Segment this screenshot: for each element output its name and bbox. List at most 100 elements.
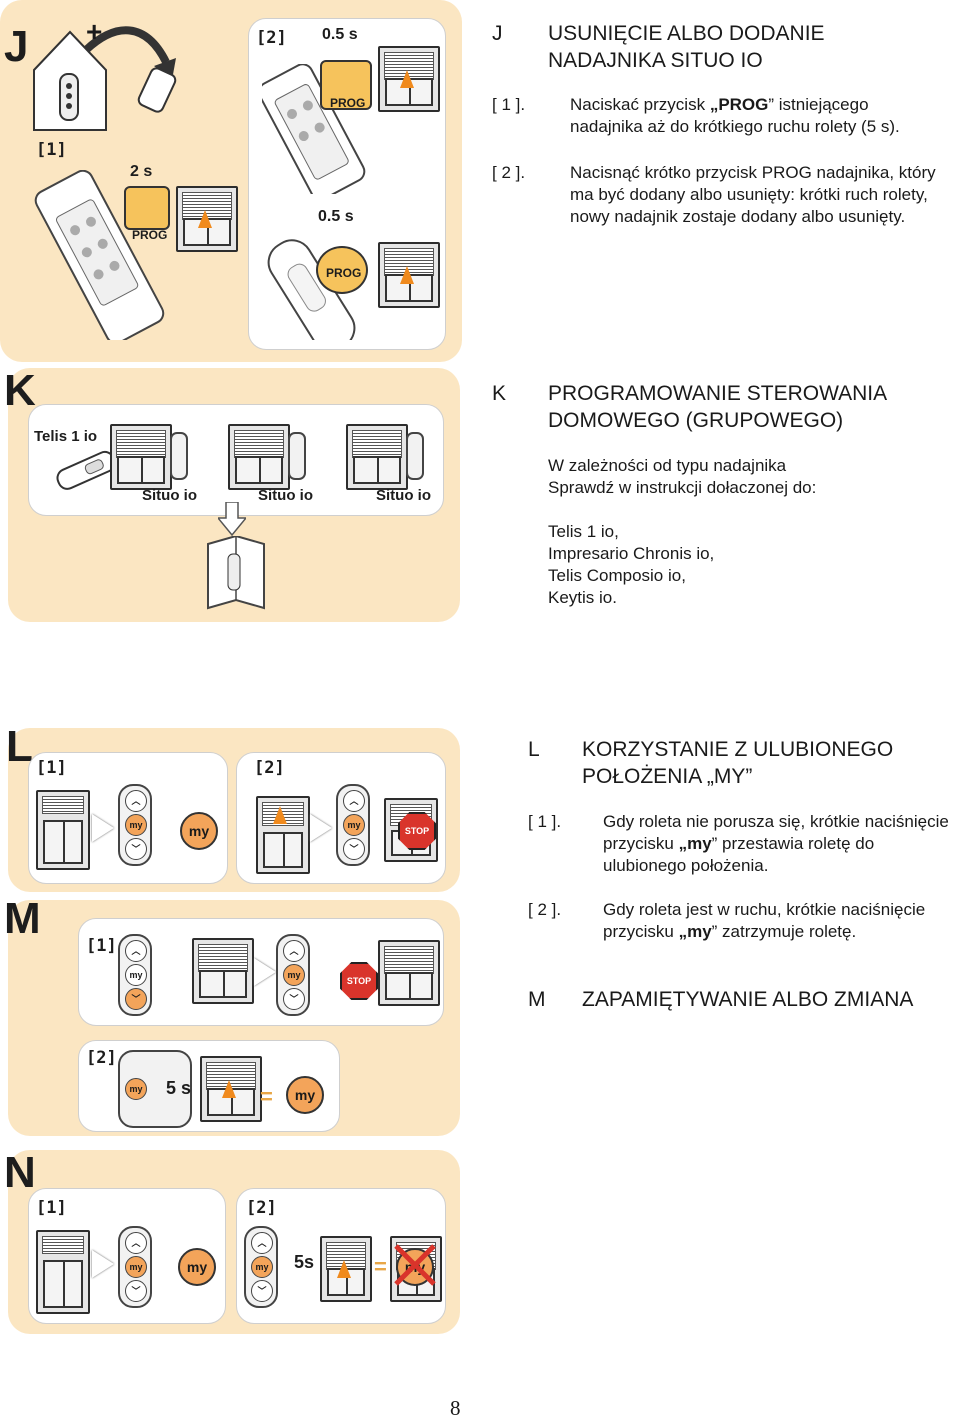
section-l-title-line1: KORZYSTANIE Z ULUBIONEGO: [582, 738, 894, 761]
down-button-icon: ﹀: [251, 1280, 273, 1302]
up-button-icon: ︿: [343, 790, 365, 812]
roller-shutter-icon: [110, 424, 172, 490]
roller-shutter-icon: [378, 242, 440, 308]
step-emphasis: „PROG: [709, 95, 769, 114]
illustration-k-letter: K: [4, 366, 36, 415]
down-button-icon: ﹀: [125, 1280, 147, 1302]
prog-button-icon: [320, 60, 372, 110]
section-j-title: USUNIĘCIE ALBO DODANIE NADAJNIKA SITUO I…: [548, 22, 825, 72]
situo-receiver-label: Situo io: [142, 487, 197, 504]
situo-remote-icon: ︿my﹀: [244, 1226, 278, 1308]
my-button-icon: my: [286, 1076, 324, 1114]
situo-receiver-label: Situo io: [258, 487, 313, 504]
illustration-m-step1-label: [1]: [86, 936, 117, 956]
equals-sign: =: [260, 1084, 273, 1109]
section-j-step1-number: [ 1 ].: [492, 95, 526, 114]
section-l-step2-number: [ 2 ].: [528, 900, 562, 919]
my-button-icon: my: [125, 814, 147, 836]
roller-shutter-icon: [192, 938, 254, 1004]
illustration-j-letter: J: [4, 22, 29, 71]
roller-shutter-icon: [228, 424, 290, 490]
device-list-item: Keytis io.: [548, 588, 617, 607]
device-list-item: Impresario Chronis io,: [548, 544, 715, 563]
section-l-step1-text: Gdy roleta nie porusza się, krótkie naci…: [603, 811, 953, 877]
open-remote-device-icon: [262, 64, 366, 194]
illustration-n-step2-label: [2]: [246, 1198, 277, 1218]
prog-button-icon: [316, 246, 368, 294]
step-text: Naciskać przycisk: [570, 95, 710, 114]
up-button-icon: ︿: [251, 1232, 273, 1254]
prog-label: PROG: [326, 266, 362, 280]
down-button-icon: ﹀: [343, 838, 365, 860]
down-button-icon: ﹀: [125, 988, 147, 1010]
section-k-title: PROGRAMOWANIE STEROWANIA DOMOWEGO (GRUPO…: [548, 382, 886, 432]
telis-remote-icon: [56, 450, 116, 490]
step-text: ” przestawia roletę do ulubionego położe…: [603, 834, 875, 875]
page-number: 8: [450, 1396, 461, 1420]
situo-remote-icon: [170, 432, 188, 480]
illustration-j-step2-label: [2]: [256, 28, 287, 48]
situo-remote-icon: ︿my﹀: [118, 1226, 152, 1308]
movement-arrow-icon: [222, 1080, 236, 1098]
illustration-l-step2-label: [2]: [254, 758, 285, 778]
open-remote-device-icon: [34, 170, 165, 340]
step-text: ” zatrzymuje roletę.: [711, 922, 857, 941]
movement-arrow-icon: [337, 1260, 351, 1278]
section-j-step2-number: [ 2 ].: [492, 163, 526, 182]
timer-label: 5 s: [166, 1078, 192, 1098]
situo-remote-icon: [406, 432, 424, 480]
step-text: Gdy roleta nie porusza się, krótkie naci…: [603, 812, 949, 853]
situo-receiver-label: Situo io: [376, 487, 431, 504]
next-step-arrow-icon: [310, 814, 332, 842]
prog-label: PROG: [132, 228, 168, 242]
my-button-icon: my: [180, 812, 218, 850]
step-emphasis: „my: [678, 922, 712, 941]
section-l-title-line2: POŁOŻENIA „MY”: [582, 765, 753, 788]
telis-remote-label: Telis 1 io: [34, 428, 98, 445]
section-k-line2: Sprawdź w instrukcji dołaczonej do:: [548, 478, 817, 497]
roller-shutter-icon: [346, 424, 408, 490]
movement-arrow-icon: [400, 266, 414, 284]
roller-shutter-icon: [378, 940, 440, 1006]
stop-sign-icon: STOP: [398, 812, 436, 850]
section-l-step1-number: [ 1 ].: [528, 812, 562, 831]
section-l-letter: L: [528, 738, 540, 761]
my-button-icon: my: [251, 1256, 273, 1278]
timer-label: 2 s: [130, 163, 153, 180]
illustration-n-step1-label: [1]: [36, 1198, 67, 1218]
section-m-letter: M: [528, 988, 546, 1011]
movement-arrow-icon: [273, 806, 287, 824]
equals-sign: =: [374, 1254, 387, 1279]
situo-remote-icon: ︿my﹀: [118, 784, 152, 866]
next-step-arrow-icon: [254, 958, 276, 986]
step-text: ” istniejącego nadajnika aż do krótkiego…: [570, 95, 900, 136]
down-button-icon: ﹀: [283, 988, 305, 1010]
my-button-icon: my: [125, 1256, 147, 1278]
my-button-icon: my: [125, 1078, 147, 1100]
device-list-item: Telis 1 io,: [548, 522, 619, 541]
situo-remote-icon: ︿my﹀: [276, 934, 310, 1016]
timer-label: 0.5 s: [322, 26, 358, 43]
plus-icon: +: [86, 16, 103, 47]
section-j-step2-text: Nacisnąć krótko przycisk PROG nadajnika,…: [570, 163, 936, 226]
my-button-icon: my: [178, 1248, 216, 1286]
manual-booklet-icon: [207, 536, 265, 610]
section-j-step1-text: Naciskać przycisk „PROG” istniejącego na…: [570, 94, 940, 138]
my-button-icon: my: [283, 964, 305, 986]
section-k-letter: K: [492, 382, 507, 405]
down-arrow-icon: [218, 502, 246, 536]
section-j-letter: J: [492, 22, 503, 45]
roller-shutter-icon: [200, 1056, 262, 1122]
movement-arrow-icon: [400, 70, 414, 88]
up-button-icon: ︿: [125, 790, 147, 812]
stop-sign-icon: STOP: [340, 962, 378, 1000]
movement-arrow-icon: [198, 210, 212, 228]
section-m-title: ZAPAMIĘTYWANIE ALBO ZMIANA: [582, 988, 914, 1011]
illustration-l-step1-label: [1]: [36, 758, 67, 778]
my-button-icon: my: [125, 964, 147, 986]
next-step-arrow-icon: [92, 1250, 114, 1278]
situo-remote-icon: ︿my﹀: [336, 784, 370, 866]
step-emphasis: „my: [678, 834, 712, 853]
step-text: Gdy roleta jest w ruchu, krótkie naciśni…: [603, 900, 926, 941]
prog-label: PROG: [330, 96, 366, 110]
